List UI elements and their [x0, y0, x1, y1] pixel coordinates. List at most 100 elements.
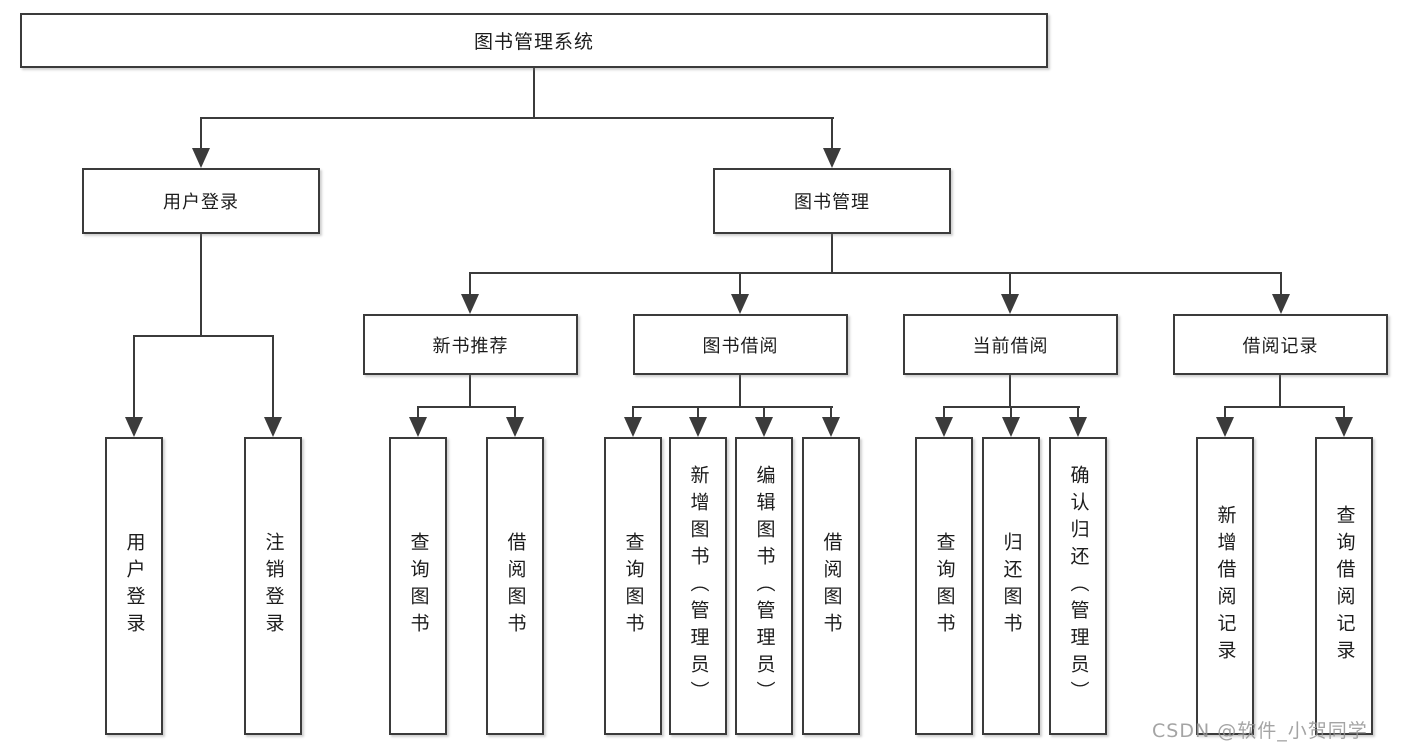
connector-borrow-hline	[632, 406, 833, 408]
node-new-book-rec: 新书推荐	[363, 314, 578, 375]
connector-level2-hline	[469, 272, 1282, 274]
leaf-current-return-label: 归还图书	[1000, 532, 1023, 640]
connector-root-stem	[533, 68, 535, 119]
connector-borrow-stem	[739, 375, 741, 408]
arrowhead-icon	[755, 417, 773, 437]
node-user-login: 用户登录	[82, 168, 320, 234]
arrow-to-bb-edit	[755, 408, 773, 437]
arrowhead-icon	[264, 417, 282, 437]
leaf-current-confirm-label: 确认归还（管理员）	[1067, 464, 1090, 708]
leaf-borrow-edit: 编辑图书（管理员）	[735, 437, 793, 735]
connector-current-hline	[943, 406, 1080, 408]
arrow-to-leaf-user-login	[125, 337, 143, 437]
arrowhead-icon	[1335, 417, 1353, 437]
arrow-to-bb-query	[624, 408, 642, 437]
leaf-borrow-borrow-label: 借阅图书	[820, 532, 843, 640]
connector-newbook-stem	[469, 375, 471, 408]
arrow-shaft	[1224, 408, 1226, 417]
leaf-current-confirm: 确认归还（管理员）	[1049, 437, 1107, 735]
arrow-to-bb-add	[689, 408, 707, 437]
arrow-shaft	[1009, 274, 1011, 294]
arrowhead-icon	[624, 417, 642, 437]
node-new-book-rec-label: 新书推荐	[432, 335, 509, 357]
arrow-to-nb-borrow	[506, 408, 524, 437]
node-borrow-records: 借阅记录	[1173, 314, 1388, 375]
arrow-to-cb-query	[935, 408, 953, 437]
node-book-borrow-label: 图书借阅	[702, 335, 779, 357]
leaf-borrow-edit-label: 编辑图书（管理员）	[753, 464, 776, 708]
arrowhead-icon	[192, 148, 210, 168]
arrow-shaft	[469, 274, 471, 294]
node-borrow-records-label: 借阅记录	[1242, 335, 1319, 357]
arrowhead-icon	[1001, 294, 1019, 314]
connector-user-stem	[200, 234, 202, 337]
leaf-borrow-add-label: 新增图书（管理员）	[687, 464, 710, 708]
arrow-shaft	[1343, 408, 1345, 417]
leaf-records-add: 新增借阅记录	[1196, 437, 1254, 735]
leaf-borrow-query: 查询图书	[604, 437, 662, 735]
arrow-shaft	[831, 119, 833, 148]
arrow-shaft	[1010, 408, 1012, 417]
leaf-user-login: 用户登录	[105, 437, 163, 735]
arrow-to-user-login	[192, 119, 210, 168]
arrow-to-borrow	[731, 274, 749, 314]
arrow-to-records	[1272, 274, 1290, 314]
arrow-shaft	[697, 408, 699, 417]
arrow-shaft	[763, 408, 765, 417]
arrow-to-new-book	[461, 274, 479, 314]
arrowhead-icon	[935, 417, 953, 437]
node-book-mgmt-label: 图书管理	[794, 192, 870, 213]
arrowhead-icon	[409, 417, 427, 437]
connector-records-stem	[1279, 375, 1281, 408]
arrow-shaft	[1077, 408, 1079, 417]
arrowhead-icon	[689, 417, 707, 437]
connector-newbook-hline	[417, 406, 516, 408]
arrowhead-icon	[1069, 417, 1087, 437]
connector-book-stem	[831, 234, 833, 274]
arrow-shaft	[133, 337, 135, 417]
connector-current-stem	[1009, 375, 1011, 408]
leaf-borrow-add: 新增图书（管理员）	[669, 437, 727, 735]
arrow-to-bb-borrow	[822, 408, 840, 437]
leaf-newbook-query-label: 查询图书	[407, 532, 430, 640]
arrow-to-book-mgmt	[823, 119, 841, 168]
leaf-newbook-borrow-label: 借阅图书	[504, 532, 527, 640]
arrowhead-icon	[125, 417, 143, 437]
leaf-borrow-borrow: 借阅图书	[802, 437, 860, 735]
arrowhead-icon	[461, 294, 479, 314]
arrow-shaft	[739, 274, 741, 294]
connector-level1-hline	[200, 117, 834, 119]
arrow-to-br-add	[1216, 408, 1234, 437]
node-current-borrow: 当前借阅	[903, 314, 1118, 375]
arrow-shaft	[830, 408, 832, 417]
leaf-current-query-label: 查询图书	[933, 532, 956, 640]
connector-records-hline	[1224, 406, 1345, 408]
connector-user-hline	[133, 335, 274, 337]
leaf-newbook-borrow: 借阅图书	[486, 437, 544, 735]
leaf-user-login-label: 用户登录	[123, 532, 146, 640]
arrowhead-icon	[1216, 417, 1234, 437]
arrowhead-icon	[1272, 294, 1290, 314]
arrow-to-br-query	[1335, 408, 1353, 437]
arrow-shaft	[514, 408, 516, 417]
arrow-shaft	[200, 119, 202, 148]
leaf-logout: 注销登录	[244, 437, 302, 735]
node-book-mgmt: 图书管理	[713, 168, 951, 234]
arrow-to-leaf-logout	[264, 337, 282, 437]
arrow-to-cb-confirm	[1069, 408, 1087, 437]
arrowhead-icon	[823, 148, 841, 168]
leaf-records-add-label: 新增借阅记录	[1214, 505, 1237, 667]
leaf-current-query: 查询图书	[915, 437, 973, 735]
arrow-shaft	[417, 408, 419, 417]
leaf-borrow-query-label: 查询图书	[622, 532, 645, 640]
node-current-borrow-label: 当前借阅	[972, 335, 1049, 357]
leaf-current-return: 归还图书	[982, 437, 1040, 735]
arrow-shaft	[943, 408, 945, 417]
arrow-shaft	[632, 408, 634, 417]
arrow-to-current	[1001, 274, 1019, 314]
arrow-shaft	[272, 337, 274, 417]
leaf-records-query: 查询借阅记录	[1315, 437, 1373, 735]
node-user-login-label: 用户登录	[163, 192, 239, 213]
arrow-shaft	[1280, 274, 1282, 294]
